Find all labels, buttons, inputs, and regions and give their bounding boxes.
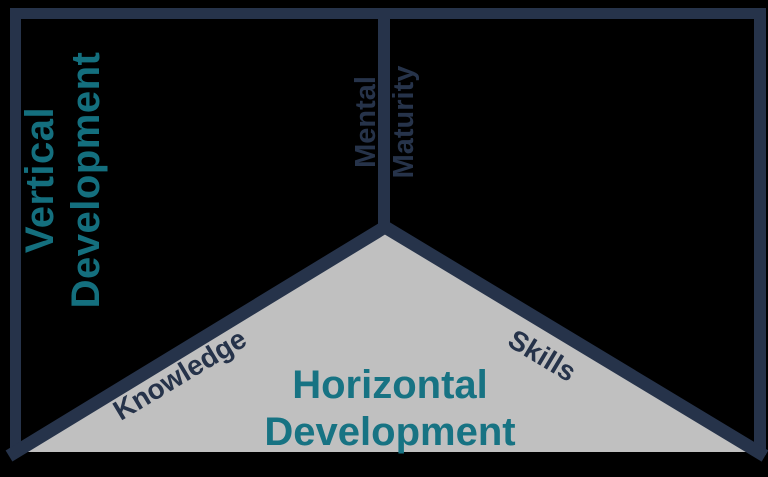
- vertical-development-line2: Development: [64, 51, 108, 309]
- mental-maturity-line1: Mental: [350, 76, 382, 168]
- mental-maturity-label: Mental Maturity: [347, 37, 423, 207]
- horizontal-development-line2: Development: [264, 410, 516, 454]
- vertical-development-label: Vertical Development: [17, 40, 109, 320]
- vertical-development-line1: Vertical: [18, 106, 62, 254]
- horizontal-development-line1: Horizontal: [292, 363, 488, 407]
- triangle-fill: [14, 230, 762, 452]
- horizontal-development-label: Horizontal Development: [190, 362, 590, 456]
- mental-maturity-line2: Maturity: [388, 65, 420, 179]
- center-axis-line: [378, 8, 390, 232]
